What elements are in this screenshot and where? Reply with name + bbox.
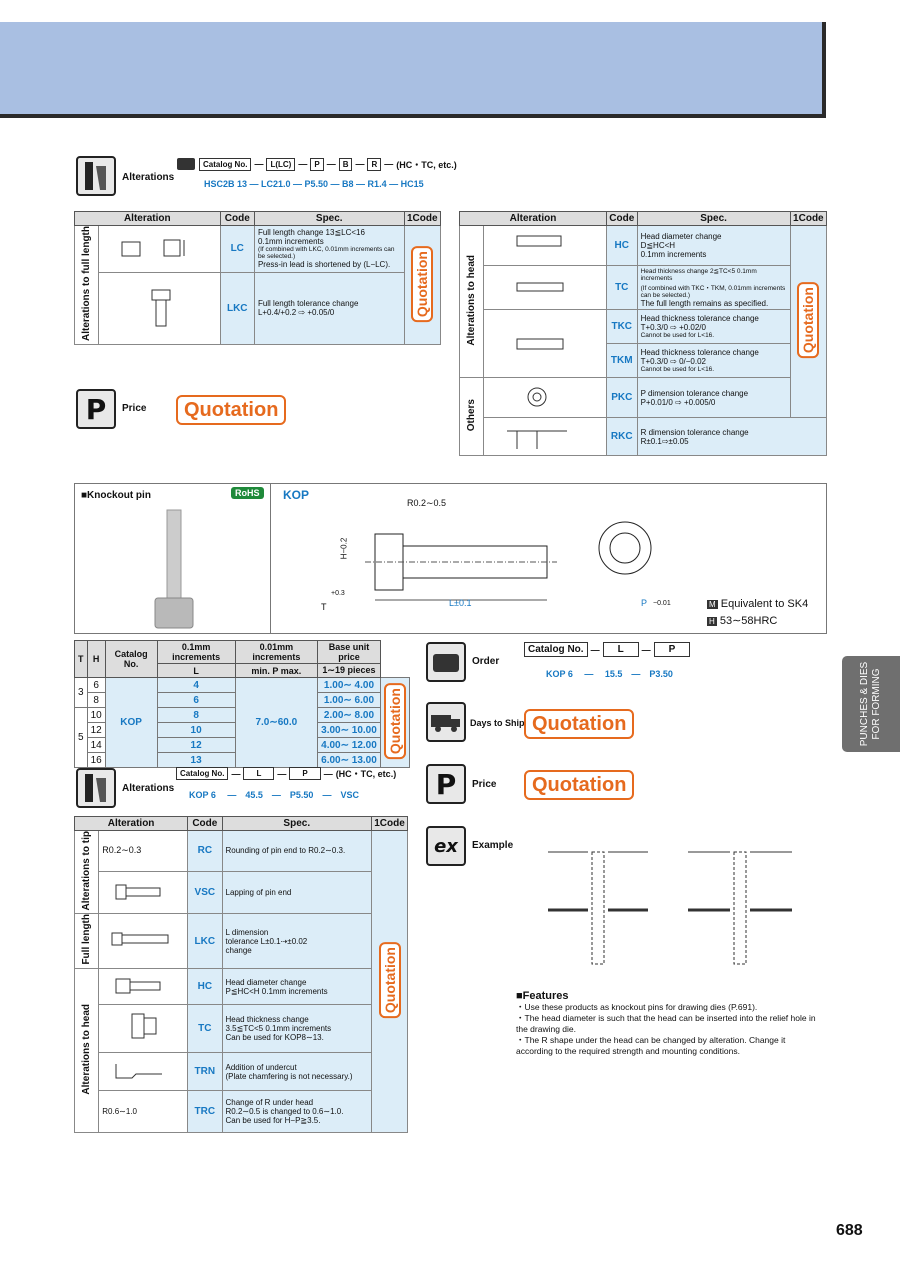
order-sample: KOP 6 — 15.5 — P3.50 (546, 669, 673, 679)
price2-quotation: Quotation (524, 770, 635, 800)
features-section: ■Features ・Use these products as knockou… (516, 990, 816, 1056)
vsc-figure (98, 870, 189, 915)
pkc-figure (483, 377, 607, 418)
lkc-figure (98, 271, 221, 346)
truck-icon (426, 702, 466, 742)
alterations-icon (76, 156, 116, 196)
rc-figure: R0.2∼0.3 (98, 830, 189, 872)
phone-icon (177, 158, 195, 170)
knockout-pin-panel: ■Knockout pin RoHS KOP R0.2∼0.5 H−0.2 T … (74, 483, 827, 634)
tc-figure (483, 265, 607, 310)
quotation-badge: Quotation (411, 245, 434, 323)
alt2-sample: KOP 6 — 45.5 — P5.50 — VSC (189, 790, 359, 800)
alterations2-icon (76, 768, 116, 808)
rohs-badge: RoHS (231, 487, 264, 499)
knockout-pin-drawing (365, 521, 652, 601)
price-quotation: Quotation (176, 395, 287, 425)
lkc2-figure (98, 913, 189, 969)
alterations-label: Alterations (122, 172, 175, 183)
order-catalog-row: Catalog No. — L — P (524, 642, 691, 657)
example-icon: ex (426, 826, 466, 866)
phone-order-icon (426, 642, 466, 682)
rkc-figure (483, 417, 607, 456)
hc-figure (483, 225, 607, 266)
lc-figure (98, 225, 221, 273)
price2-icon: P (426, 764, 466, 804)
alt2-catalog-row: Catalog No. — L — P — (HC・TC, etc.) (176, 767, 396, 780)
days-quotation: Quotation (524, 709, 635, 739)
trn-figure (98, 1052, 189, 1091)
material-spec: M Equivalent to SK4 (707, 598, 809, 610)
page-number: 688 (836, 1222, 863, 1239)
hardness-spec: H 53∼58HRC (707, 615, 778, 627)
price-icon: P (76, 389, 116, 429)
header-banner (0, 22, 826, 118)
tkc-figure (483, 309, 607, 378)
alteration-catalog-row: Catalog No.— L(LC)— P— B— R— (HC・TC, etc… (176, 157, 457, 171)
category-label: Alterations to full length (73, 225, 100, 345)
tc2-figure (98, 1004, 189, 1053)
trc-figure: R0.6∼1.0 (98, 1090, 189, 1133)
alteration-sample: HSC2B 13 — LC21.0 — P5.50 — B8 — R1.4 — … (204, 179, 424, 189)
hc2-figure (98, 968, 189, 1005)
knockout-pin-image (154, 509, 194, 629)
example-drawing (548, 851, 792, 965)
product-photo-area: ■Knockout pin RoHS (75, 484, 271, 633)
